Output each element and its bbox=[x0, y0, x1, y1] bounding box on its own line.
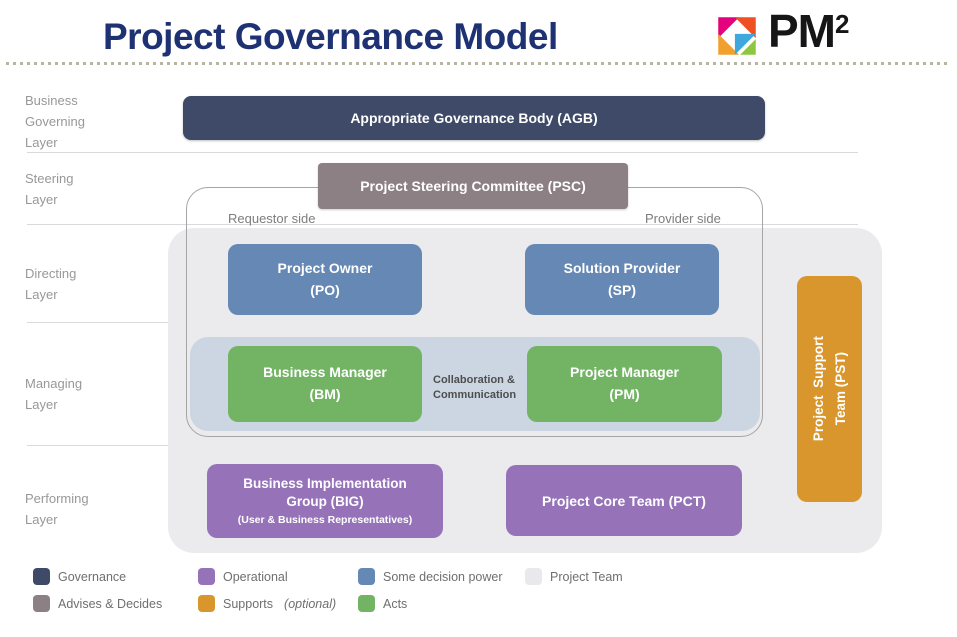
legend-item-advises-decides: Advises & Decides bbox=[33, 595, 162, 612]
legend-label: Operational bbox=[223, 569, 288, 584]
legend-item-operational: Operational bbox=[198, 568, 288, 585]
title-divider bbox=[6, 62, 951, 65]
pst-label: Project Support Team (PST) bbox=[810, 336, 848, 442]
requestor-side-label: Requestor side bbox=[228, 211, 316, 226]
pm2-logo-text: PM2 bbox=[768, 5, 850, 57]
pm2-pinwheel-icon bbox=[718, 17, 756, 55]
legend-item-some-decision-power: Some decision power bbox=[358, 568, 503, 585]
layer-divider bbox=[27, 152, 858, 153]
layer-label-business-governing: Business Governing Layer bbox=[25, 93, 85, 151]
box-project-steering-committee: Project Steering Committee (PSC) bbox=[318, 163, 628, 209]
agb-label: Appropriate Governance Body (AGB) bbox=[350, 110, 598, 126]
bm-label: Business Manager (BM) bbox=[263, 364, 387, 402]
legend-label: Advises & Decides bbox=[58, 596, 163, 611]
layer-label-performing: Performing Layer bbox=[25, 491, 89, 528]
big-sublabel: (User & Business Representatives) bbox=[237, 513, 413, 526]
legend-swatch-supports bbox=[198, 595, 215, 612]
layer-label-directing: Directing Layer bbox=[25, 266, 77, 303]
legend-label: Some decision power bbox=[383, 569, 503, 584]
pm2-logo-superscript: 2 bbox=[835, 9, 850, 39]
legend-label: Acts bbox=[383, 596, 408, 611]
legend-item-acts: Acts bbox=[358, 595, 407, 612]
pct-label: Project Core Team (PCT) bbox=[542, 492, 706, 509]
box-project-manager: Project Manager (PM) bbox=[527, 346, 722, 422]
box-project-owner: Project Owner (PO) bbox=[228, 244, 422, 315]
legend-swatch-operational bbox=[198, 568, 215, 585]
legend-label: Project Team bbox=[550, 569, 623, 584]
legend-label: Governance bbox=[58, 569, 127, 584]
pm2-logo: PM2 bbox=[712, 5, 850, 61]
layer-label-managing: Managing Layer bbox=[25, 376, 83, 413]
box-business-manager: Business Manager (BM) bbox=[228, 346, 422, 422]
box-project-core-team: Project Core Team (PCT) bbox=[506, 465, 742, 536]
layer-label-steering: Steering Layer bbox=[25, 171, 74, 208]
po-label: Project Owner (PO) bbox=[277, 259, 373, 298]
box-appropriate-governance-body: Appropriate Governance Body (AGB) bbox=[183, 96, 765, 140]
legend-item-governance: Governance bbox=[33, 568, 126, 585]
sp-label: Solution Provider (SP) bbox=[563, 259, 681, 298]
layer-divider bbox=[27, 224, 858, 225]
legend-swatch-acts bbox=[358, 595, 375, 612]
psc-label: Project Steering Committee (PSC) bbox=[360, 178, 586, 194]
collaboration-communication-label: Collaboration & Communication bbox=[433, 374, 517, 402]
legend-item-supports: Supports (optional) bbox=[198, 595, 336, 612]
box-solution-provider: Solution Provider (SP) bbox=[525, 244, 719, 315]
legend-swatch-project-team bbox=[525, 568, 542, 585]
legend-swatch-governance bbox=[33, 568, 50, 585]
legend-label: Supports bbox=[223, 596, 274, 611]
legend-item-project-team: Project Team bbox=[525, 568, 623, 585]
legend-swatch-some-decision-power bbox=[358, 568, 375, 585]
legend-note-optional: (optional) bbox=[284, 596, 337, 611]
box-business-implementation-group: Business Implementation Group (BIG) (Use… bbox=[207, 464, 443, 538]
box-project-support-team: Project Support Team (PST) bbox=[797, 276, 862, 502]
pm-label: Project Manager (PM) bbox=[570, 364, 679, 402]
page-title: Project Governance Model bbox=[103, 16, 558, 57]
big-label: Business Implementation Group (BIG) bbox=[243, 476, 407, 510]
provider-side-label: Provider side bbox=[645, 211, 721, 226]
legend-swatch-advises-decides bbox=[33, 595, 50, 612]
